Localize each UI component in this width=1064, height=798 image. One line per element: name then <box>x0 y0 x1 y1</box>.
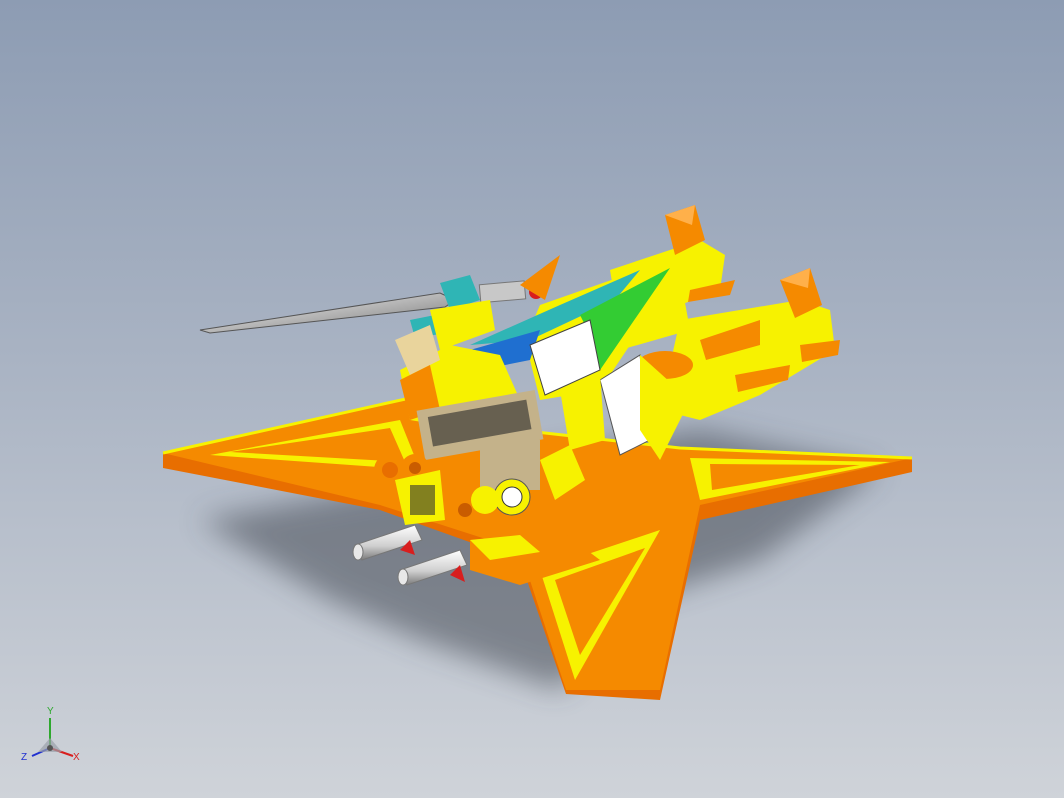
z-axis-label: Z <box>21 752 27 763</box>
star-base[interactable] <box>162 396 913 700</box>
cannon-left[interactable] <box>352 524 423 561</box>
cannon-right[interactable] <box>397 549 468 586</box>
front-left-wheel[interactable] <box>374 454 445 525</box>
red-spikes <box>400 540 465 582</box>
engine-detail[interactable] <box>416 389 585 516</box>
x-axis-label: X <box>73 752 80 763</box>
y-axis-label: Y <box>47 706 54 717</box>
front-right-wheel[interactable] <box>449 486 499 526</box>
coordinate-triad: Y X Z <box>21 706 80 763</box>
triad-origin <box>47 745 53 751</box>
